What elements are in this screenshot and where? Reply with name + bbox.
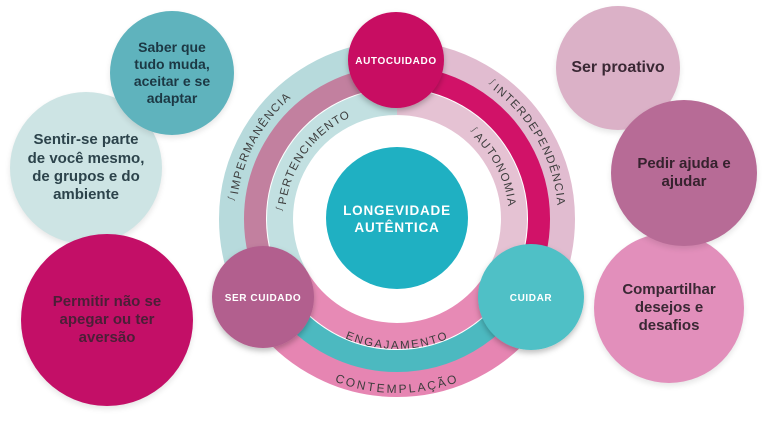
satellite-text-line: Ser proativo [571,59,665,77]
satellite-text-line: Permitir não se [52,292,162,310]
flourish-icon: ʃ [487,76,497,87]
satellite-pedir-ajuda: Pedir ajuda e ajudar [611,100,757,246]
flourish-icon: ʃ [469,124,479,135]
inner-ring-right-segment [396,89,527,284]
node-ser-cuidado: SER CUIDADO [212,246,314,348]
center-circle [326,147,468,289]
satellite-text-line: aversão [78,329,136,347]
cuidar-circle [478,244,584,350]
satellite-text-line: Saber que [138,38,206,55]
satellite-text-line: ajudar [661,173,707,190]
satellite-text-line: Sentir-se parte [33,131,139,149]
satellite-text-line: ambiente [53,186,119,204]
autocuidado-circle [348,12,444,108]
flourish-icon: ʃ [274,206,284,213]
ser-cuidado-label: SER CUIDADO [225,293,302,304]
cuidar-label: CUIDAR [510,293,553,304]
satellite-permitir-nao-se-apegar: Permitir não se apegar ou ter aversão [21,234,193,406]
satellite-text-line: adaptar [146,90,198,107]
satellite-text-line: tudo muda, [134,55,210,72]
center-node: LONGEVIDADE AUTÊNTICA [326,147,468,289]
center-label-line2: AUTÊNTICA [354,220,439,235]
satellite-text-line: de grupos e do [32,168,140,185]
center-label-line1: LONGEVIDADE [343,203,451,218]
node-autocuidado: AUTOCUIDADO [348,12,444,108]
ser-cuidado-circle [212,246,314,348]
satellite-text-line: Pedir ajuda e [637,154,731,172]
inner-ring-bottom-segment [284,270,510,349]
inner-ring-left-segment [267,89,398,284]
node-cuidar: CUIDAR [478,244,584,350]
autocuidado-label: AUTOCUIDADO [355,56,436,67]
flourish-icon: ʃ [226,195,236,202]
satellite-text-line: desafios [638,317,700,335]
satellite-text-line: de você mesmo, [27,149,145,167]
satellite-compartilhar-desejos: Compartilhar desejos e desafios [594,233,744,383]
satellite-text-line: apegar ou ter [59,310,155,328]
satellite-text-line: aceitar e se [133,73,211,89]
satellite-text-line: desejos e [634,298,704,316]
satellite-saber-que-tudo-muda: Saber que tudo muda, aceitar e se adapta… [110,11,234,135]
satellite-text-line: Compartilhar [622,280,716,298]
